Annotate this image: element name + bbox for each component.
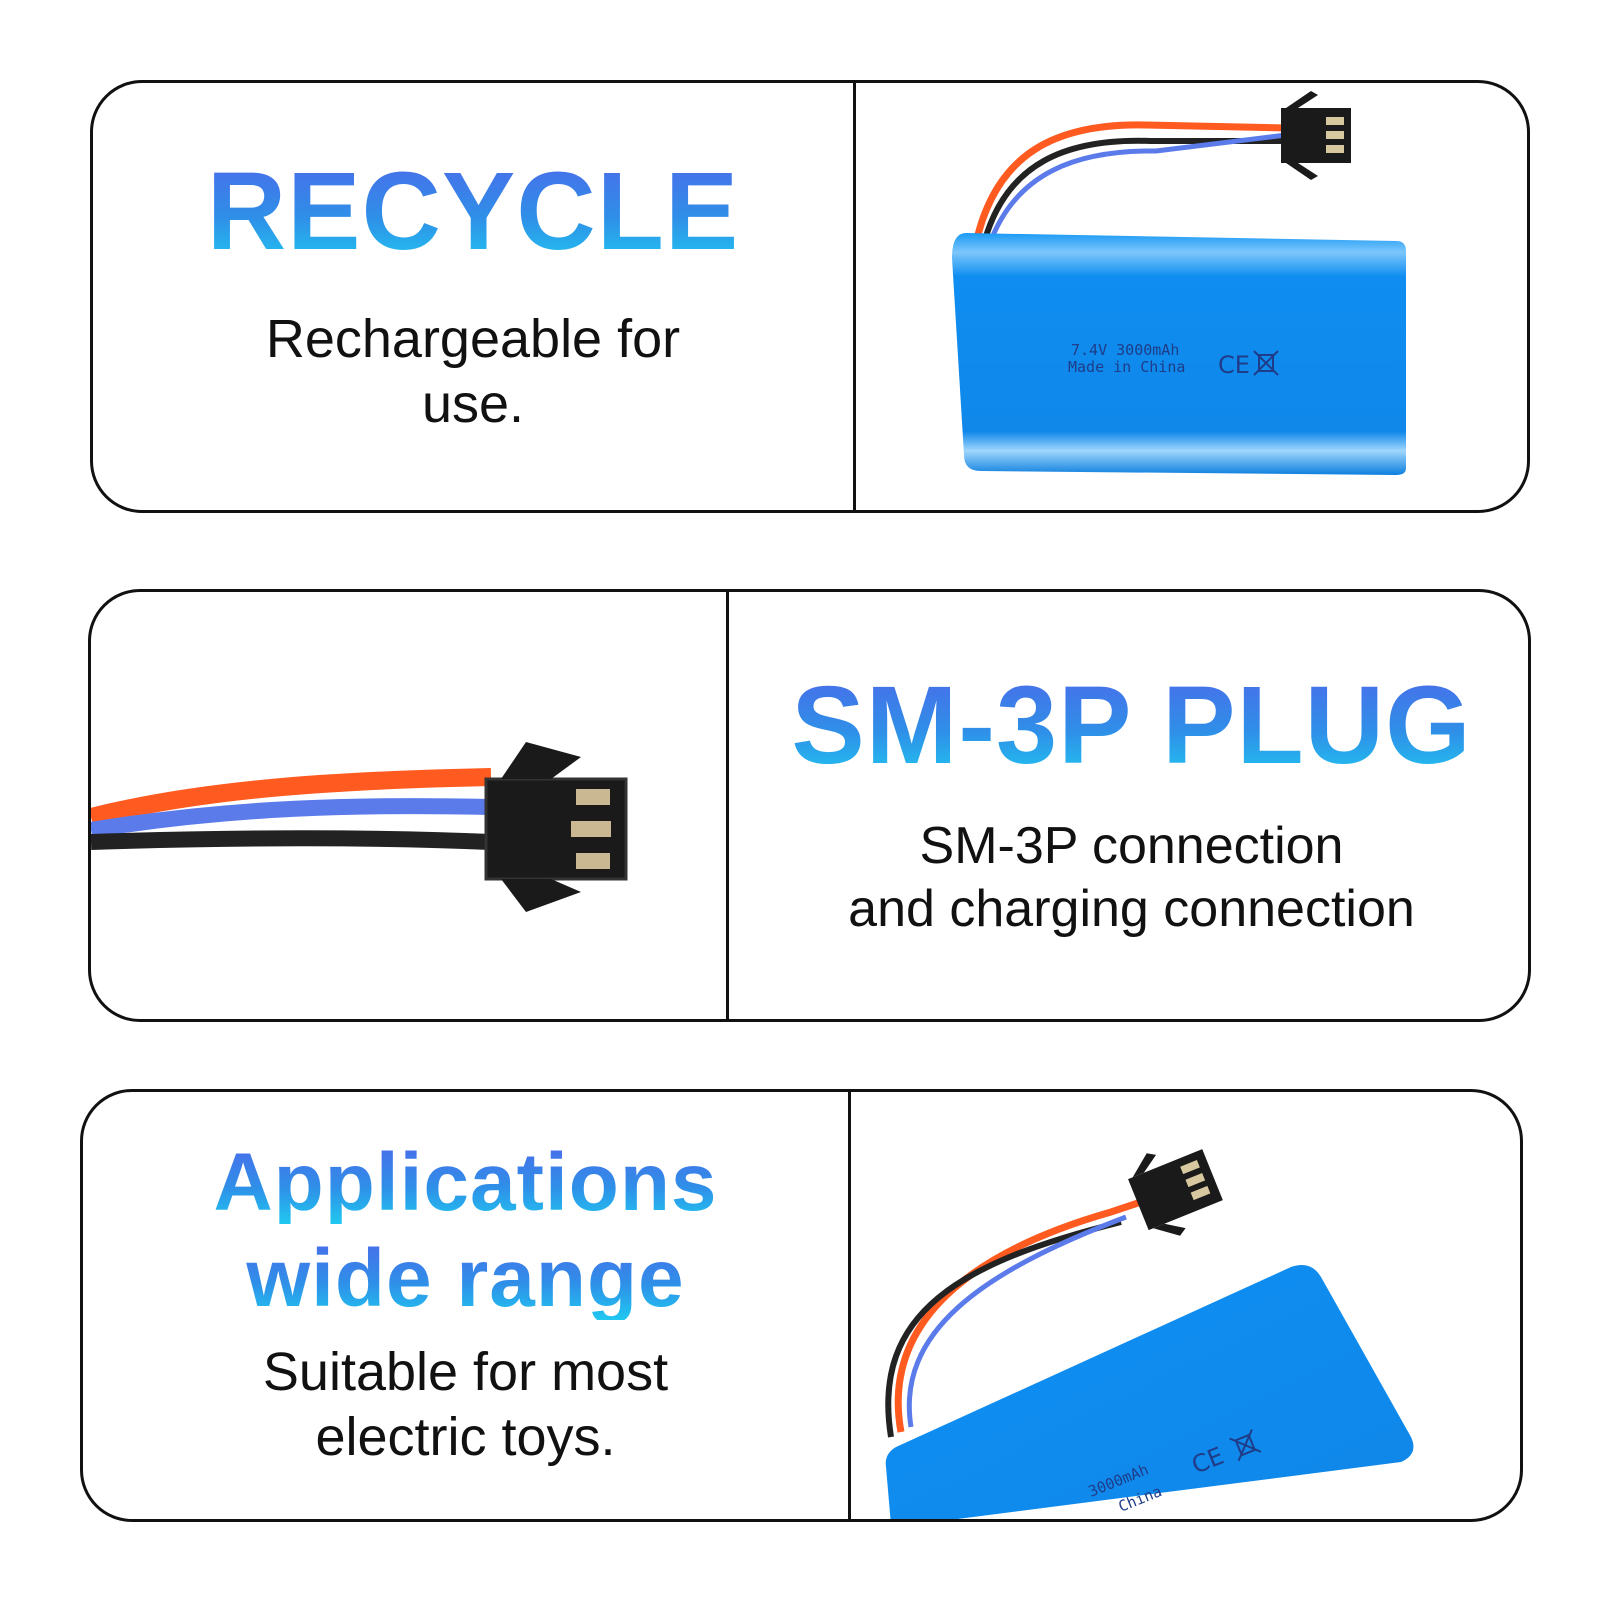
recycle-text-block: RECYCLE Rechargeable for use. [93, 83, 853, 510]
sm-3p-connector-icon [1128, 1149, 1223, 1236]
panel-divider [853, 83, 856, 510]
applications-text-block: Applications wide range Suitable for mos… [83, 1092, 848, 1519]
applications-panel: Applications wide range Suitable for mos… [80, 1089, 1523, 1522]
plug-description-line-2: and charging connection [848, 879, 1415, 938]
plug-text-block: SM-3P PLUG SM-3P connection and charging… [729, 592, 1528, 1019]
weee-bin-icon [1229, 1429, 1262, 1462]
applications-description-line-1: Suitable for most [262, 1341, 669, 1402]
sm-3p-connector-icon [1281, 91, 1351, 180]
connector-image [91, 592, 726, 1019]
battery-spec-text-1: 7.4V 3000mAh [1071, 341, 1179, 359]
plug-description-line-1: SM-3P connection [919, 817, 1344, 876]
battery-image-1: 7.4V 3000mAh Made in China CE [856, 83, 1527, 510]
weee-bin-icon [1253, 350, 1279, 376]
recycle-heading: RECYCLE [206, 149, 740, 273]
applications-heading-line-1: Applications [213, 1136, 718, 1228]
recycle-description-line-2: use. [421, 373, 525, 434]
applications-heading-line-2: wide range [246, 1232, 685, 1324]
applications-description-line-2: electric toys. [315, 1406, 616, 1467]
plug-heading: SM-3P PLUG [791, 664, 1472, 788]
panel-divider [848, 1092, 851, 1519]
recycle-description-line-1: Rechargeable for [265, 308, 681, 369]
plug-panel: SM-3P PLUG SM-3P connection and charging… [88, 589, 1531, 1022]
sm-3p-connector-icon [484, 742, 628, 912]
panel-divider [726, 592, 729, 1019]
battery-origin-text-1: Made in China [1068, 358, 1185, 376]
recycle-panel: RECYCLE Rechargeable for use. [90, 80, 1530, 513]
battery-image-2: 3000mAh China CE [851, 1092, 1520, 1519]
ce-mark-icon: CE [1218, 351, 1250, 379]
